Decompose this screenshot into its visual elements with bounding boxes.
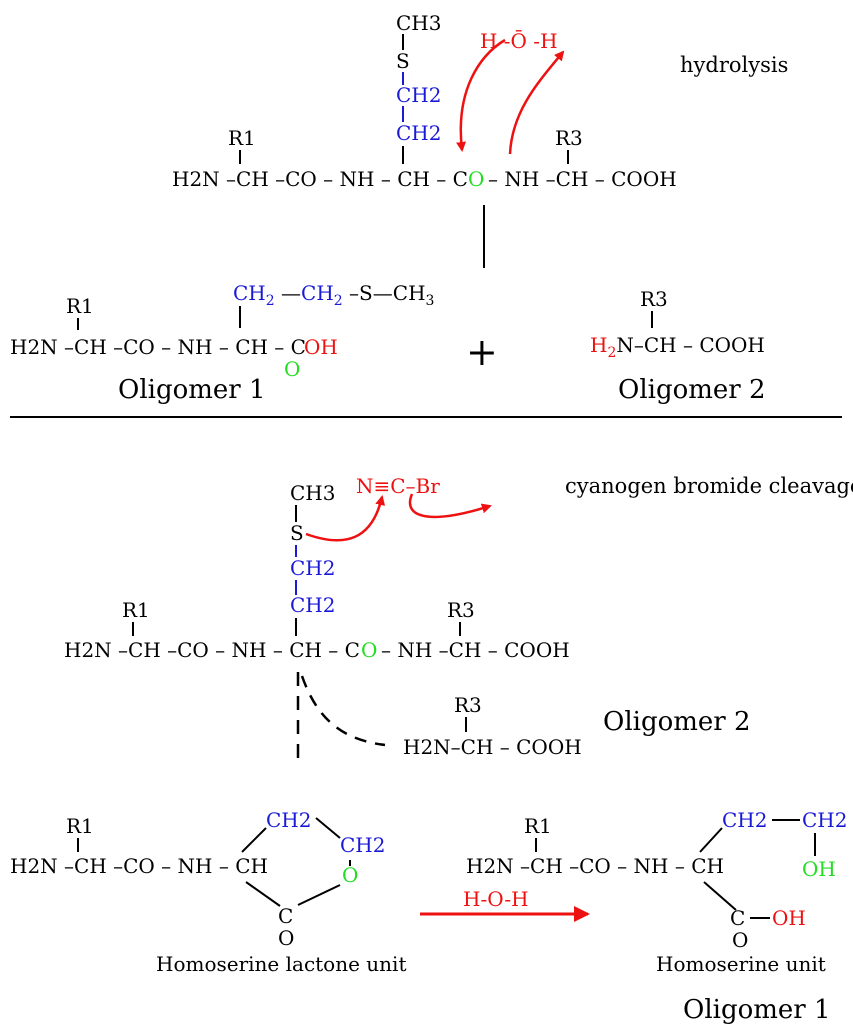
homoserine-ch2: CH2 [722,808,767,832]
product1-hydroxyl: OH [304,335,338,359]
cnbr-oligomer2-label: Oligomer 2 [603,707,751,737]
product2-r3: R3 [640,287,668,311]
oligomer1-label: Oligomer 1 [118,375,266,405]
homoserine-chain: H2N –CH –CO – NH – CH [466,854,724,878]
fragment-release-dashed [300,675,386,747]
lactone-ch2: CH2 [266,808,311,832]
cnbr-r3: R3 [447,598,475,622]
r3-group: R3 [555,126,583,150]
cnbr-methyl: CH3 [290,481,335,505]
arrow-water-label: H-O-H [463,887,529,911]
lactone-carbonyl-o: O [278,926,294,950]
homoserine-acid-oh: OH [772,906,806,930]
lactone-r1: R1 [66,814,94,838]
peptide-chain-right: – NH –CH – COOH [488,167,677,191]
ch2-group: CH2 [396,83,441,107]
attack-arrow [456,38,506,152]
proton-transfer-arrow [508,50,565,155]
ch2-group: CH2 [396,121,441,145]
hydrolysis-label: hydrolysis [680,53,788,77]
homoserine-r1: R1 [524,814,552,838]
peptide-chain-left: H2N –CH –CO – NH – CH – C [172,167,468,191]
cnbr-chain-left: H2N –CH –CO – NH – CH – C [64,638,360,662]
r1-group: R1 [228,126,256,150]
lactone-ch2: CH2 [340,833,385,857]
product2-chain: H2N–CH – COOH [590,333,765,361]
homoserine-ch2: CH2 [802,808,847,832]
product1-chain: H2N –CH –CO – NH – CH – C [10,335,306,359]
cnbr-chain-right: – NH –CH – COOH [381,638,570,662]
fragment-chain: H2N–CH – COOH [403,735,582,759]
cnbr-sulfur: S [290,521,304,545]
product1-r1: R1 [66,294,94,318]
cnbr-oligomer1-label: Oligomer 1 [683,995,831,1025]
homoserine-hydroxyl: OH [802,857,836,881]
lactone-caption: Homoserine lactone unit [156,952,407,976]
bromide-leaving-arrow [408,493,492,519]
cnbr-ch2: CH2 [290,556,335,580]
carbonyl-oxygen: O [468,167,484,191]
product1-carbonyl-o: O [284,357,300,381]
sulfur-atom: S [396,49,410,73]
plus-sign: + [466,330,498,374]
sulfur-attack-arrow [305,495,386,542]
homoserine-caption: Homoserine unit [656,952,826,976]
lactone-ring-oxygen: O [342,863,358,887]
lactone-chain: H2N –CH –CO – NH – CH [10,854,268,878]
cyanogen-bromide: N≡C–Br [356,474,440,498]
cnbr-carbonyl-o: O [361,638,377,662]
fragment-r3: R3 [454,693,482,717]
cnbr-r1: R1 [122,598,150,622]
homoserine-carbon: C [730,906,745,930]
homoserine-carbonyl-o: O [732,928,748,952]
methyl-group: CH3 [396,11,441,35]
oligomer2-label: Oligomer 2 [618,375,766,405]
cnbr-label: cyanogen bromide cleavage [565,474,853,498]
product1-side-chain: CH2 —CH2 –S—CH3 [233,281,434,309]
lactone-carbon: C [278,904,293,928]
cnbr-ch2: CH2 [290,593,335,617]
